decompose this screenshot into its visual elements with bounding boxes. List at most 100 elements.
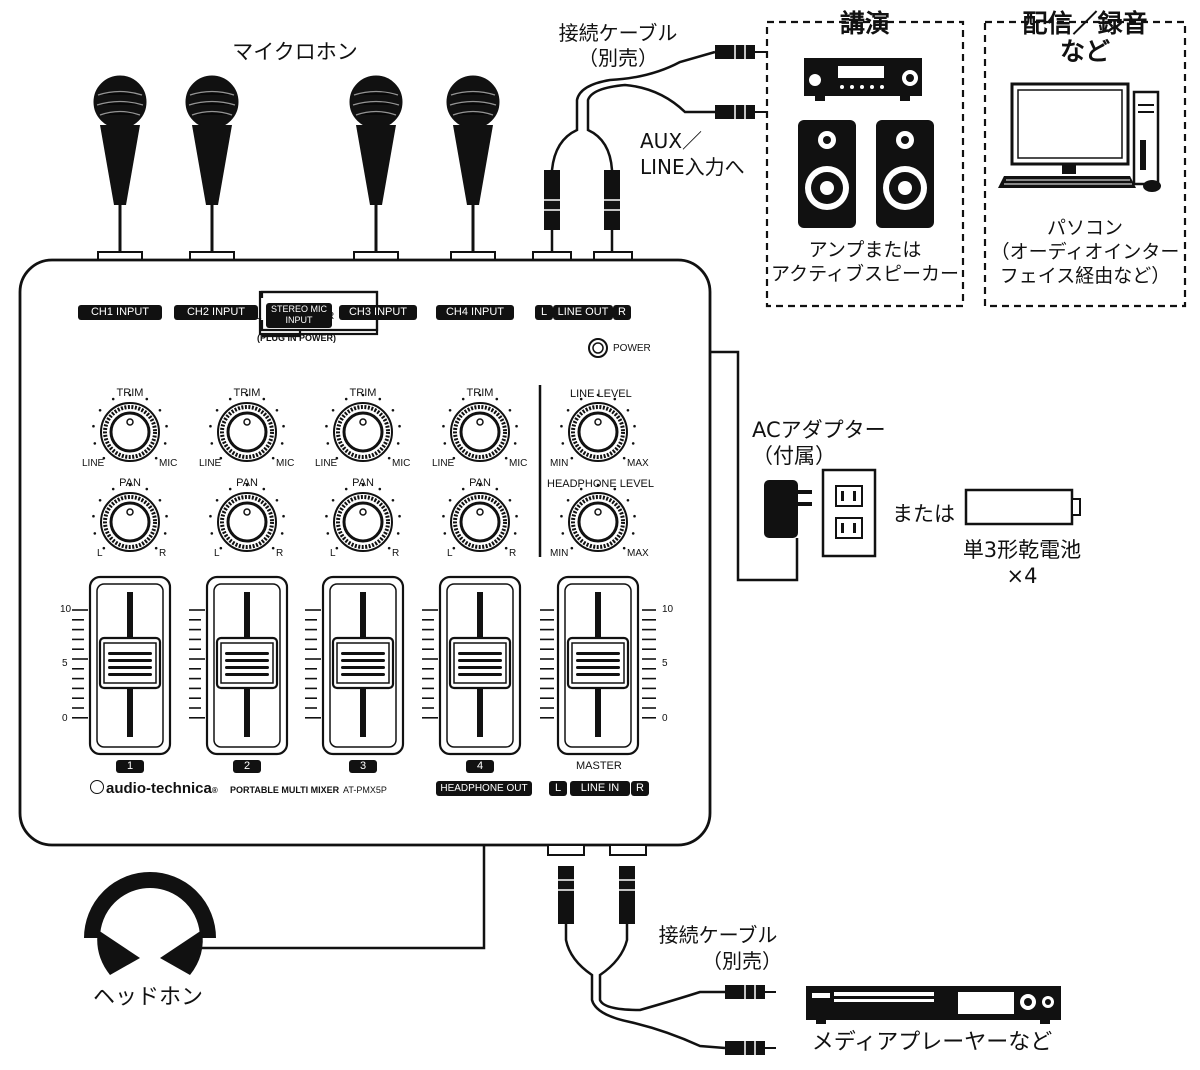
pan-l-label-ch1: L	[97, 548, 103, 559]
trim-mic-label-ch4: MIC	[509, 458, 528, 469]
fader-ch2[interactable]	[189, 575, 289, 756]
scale-left-10: 10	[60, 604, 72, 615]
pan-r-label-ch3: R	[392, 548, 400, 559]
headphone-level-label: HEADPHONE LEVEL	[547, 478, 654, 490]
trim-label-ch1: TRIM	[116, 387, 144, 399]
streaming-heading: 配信／録音	[1022, 9, 1148, 38]
pan-l-label-ch4: L	[447, 548, 453, 559]
channel-number-3: 3	[349, 760, 377, 773]
pan-label-ch2: PAN	[236, 477, 258, 489]
fader-ch3[interactable]	[305, 575, 405, 756]
line-level-min: MIN	[550, 458, 569, 469]
brand-logo: audio-technica®	[90, 780, 218, 797]
battery-icon	[964, 488, 1081, 526]
microphone-label: マイクロホン	[232, 40, 358, 64]
cable-top-label: 接続ケーブル	[558, 21, 678, 45]
line-in-r: R	[631, 781, 649, 796]
amp-label: アンプまたは	[808, 239, 922, 261]
trim-mic-label-ch3: MIC	[392, 458, 411, 469]
ac-adapter-label: ACアダプター	[752, 418, 886, 442]
headphone-level-knob[interactable]	[560, 483, 636, 552]
microphones	[93, 75, 500, 252]
trim-knob[interactable]	[442, 393, 518, 462]
cable-top-note: （別売）	[578, 46, 658, 70]
trim-line-label-ch4: LINE	[432, 458, 455, 469]
computer-icon	[998, 82, 1161, 192]
trim-knob[interactable]	[209, 393, 285, 462]
trim-line-label-ch2: LINE	[199, 458, 222, 469]
brand-mark-icon	[90, 780, 104, 794]
media-player-icon	[806, 986, 1061, 1024]
pan-label-ch1: PAN	[119, 477, 141, 489]
stereo-mic-line2: INPUT	[285, 315, 313, 325]
cable-bottom-note: （別売）	[702, 949, 782, 973]
plug-in-power-label: (PLUG IN POWER)	[257, 333, 336, 343]
trim-knob[interactable]	[325, 393, 401, 462]
line-level-label: LINE LEVEL	[570, 388, 632, 400]
cable-bottom-label: 接続ケーブル	[658, 923, 778, 947]
channel-number-2: 2	[233, 760, 261, 773]
lecture-heading: 講演	[839, 9, 891, 38]
trim-label-ch4: TRIM	[466, 387, 494, 399]
line-in-label: LINE IN	[570, 781, 630, 796]
pan-knob[interactable]	[442, 483, 518, 552]
line-out-l: L	[535, 305, 553, 320]
channel-number-4: 4	[466, 760, 494, 773]
fader-master[interactable]	[540, 575, 656, 756]
headphone-level-max: MAX	[627, 548, 649, 559]
line-level-knob[interactable]	[560, 393, 636, 462]
trim-knob[interactable]	[92, 393, 168, 462]
pan-label-ch3: PAN	[352, 477, 374, 489]
ch4-input-label: CH4 INPUT	[436, 305, 514, 320]
scale-left-0: 0	[62, 713, 68, 724]
brand-name: audio-technica	[106, 780, 212, 797]
pc-note-2: フェイス経由など）	[999, 265, 1171, 287]
trim-label-ch2: TRIM	[233, 387, 261, 399]
power-label: POWER	[613, 343, 651, 354]
fader-ch4[interactable]	[422, 575, 522, 756]
lecture-box	[765, 20, 965, 308]
trim-line-label-ch3: LINE	[315, 458, 338, 469]
or-label: または	[892, 502, 955, 526]
master-label: MASTER	[576, 760, 622, 772]
scale-left-5: 5	[62, 658, 68, 669]
faders	[72, 575, 656, 756]
streaming-box	[983, 20, 1187, 308]
scale-right-5: 5	[662, 658, 668, 669]
headphone-level-min: MIN	[550, 548, 569, 559]
pan-r-label-ch2: R	[276, 548, 284, 559]
pan-l-label-ch3: L	[330, 548, 336, 559]
active-speaker-label: アクティブスピーカー	[771, 263, 959, 285]
speaker-right-icon	[876, 120, 934, 228]
stereo-mic-line1: STEREO MIC	[270, 304, 327, 314]
fader-ch1[interactable]	[72, 575, 172, 756]
channel-number-1: 1	[116, 760, 144, 773]
headphones-icon	[84, 872, 216, 975]
line-level-max: MAX	[627, 458, 649, 469]
pan-knob[interactable]	[209, 483, 285, 552]
streaming-heading-etc: など	[1059, 37, 1111, 66]
pan-r-label-ch1: R	[159, 548, 167, 559]
pan-r-label-ch4: R	[509, 548, 517, 559]
trim-label-ch3: TRIM	[349, 387, 377, 399]
amplifier-icon	[804, 58, 922, 101]
pan-knob[interactable]	[92, 483, 168, 552]
product-name: PORTABLE MULTI MIXER	[230, 785, 340, 795]
model-number: AT-PMX5P	[343, 785, 387, 795]
line-out-r: R	[613, 305, 631, 320]
line-out-label: LINE OUT	[553, 305, 613, 320]
scale-right-0: 0	[662, 713, 668, 724]
aux-label: AUX／	[640, 129, 703, 153]
brand-registered: ®	[211, 786, 218, 795]
headphones-label: ヘッドホン	[92, 985, 204, 1010]
media-player-label: メディアプレーヤーなど	[811, 1030, 1053, 1055]
knobs	[92, 393, 636, 552]
ch3-input-label: CH3 INPUT	[339, 305, 417, 320]
pan-knob[interactable]	[325, 483, 401, 552]
pan-l-label-ch2: L	[214, 548, 220, 559]
speaker-left-icon	[798, 120, 856, 228]
pc-label: パソコン	[1046, 217, 1124, 239]
trim-mic-label-ch2: MIC	[276, 458, 295, 469]
trim-line-label-ch1: LINE	[82, 458, 105, 469]
